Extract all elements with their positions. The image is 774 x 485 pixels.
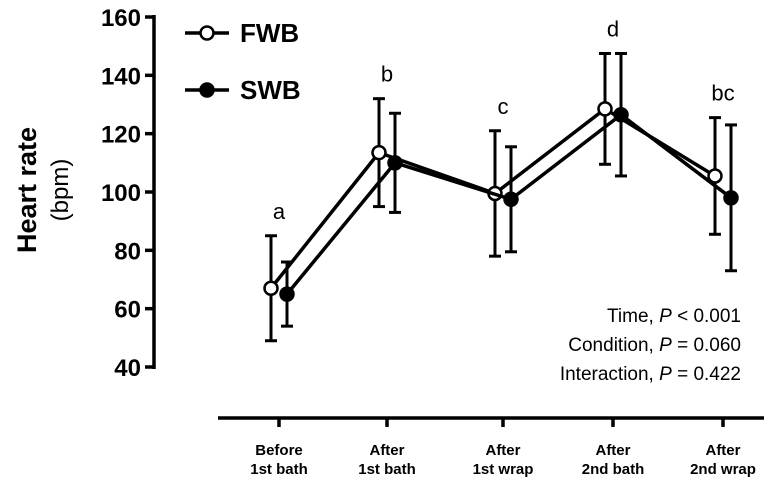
stats-line: Condition, P = 0.060	[568, 335, 741, 356]
legend-entry-swb: SWB	[185, 75, 301, 105]
y-tick-label: 100	[101, 180, 141, 207]
significance-letter: c	[498, 94, 509, 119]
significance-letter: d	[607, 16, 619, 41]
y-tick-label: 60	[114, 297, 141, 324]
series-swb	[279, 51, 739, 328]
significance-letter: b	[381, 62, 393, 87]
data-point	[707, 168, 723, 184]
legend-label: FWB	[240, 18, 299, 48]
data-point	[597, 101, 613, 117]
y-tick-label: 120	[101, 122, 141, 149]
series-layer	[263, 51, 739, 343]
legend-marker	[199, 82, 215, 98]
y-axis-label: Heart rate	[12, 127, 42, 253]
y-axis-title: Heart rate (bpm)	[12, 127, 74, 253]
data-point	[279, 286, 295, 302]
data-point	[613, 106, 629, 123]
y-ticks: 40 60 80 100 120 140 160	[101, 5, 154, 382]
data-point	[387, 155, 403, 171]
y-axis-unit: (bpm)	[47, 159, 74, 222]
y-tick-label: 140	[101, 63, 141, 90]
data-point	[263, 280, 279, 296]
stats-line: Time, P < 0.001	[607, 306, 741, 327]
legend: FWB SWB	[185, 18, 301, 105]
stats-line: Interaction, P = 0.422	[560, 364, 741, 385]
series-fwb	[263, 51, 723, 343]
y-tick-label: 160	[101, 5, 141, 32]
y-tick-label: 40	[114, 355, 141, 382]
data-point	[371, 144, 387, 161]
data-point	[503, 191, 519, 208]
y-tick-label: 80	[114, 238, 141, 265]
data-point	[723, 190, 739, 206]
legend-entry-fwb: FWB	[185, 18, 299, 48]
significance-letter: bc	[711, 81, 734, 106]
significance-letter: a	[273, 199, 286, 224]
legend-marker	[199, 25, 215, 41]
legend-label: SWB	[240, 75, 301, 105]
